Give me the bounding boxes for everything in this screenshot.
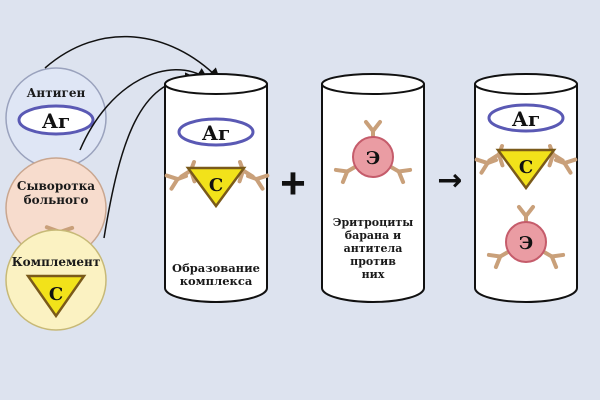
complement-triangle [495,148,557,191]
erythrocyte [352,136,394,178]
complement-triangle [25,274,87,319]
result-arrow: → [437,163,462,198]
antigen-symbol: Аг [202,121,231,145]
erythrocyte-symbol: Э [519,233,533,254]
arrow-serum [79,68,209,151]
antigen-label: Антиген [27,86,86,100]
serum-label-line1: Сыворотка [17,179,95,193]
complement-symbol: С [209,175,223,196]
tube2-caption-line2: барана и [345,229,401,242]
arrow-antigen [44,35,221,81]
antigen-ellipse [177,117,255,147]
complement-input: Комплемент С [5,229,107,331]
tube-1: Аг С Образование комплекса [164,73,270,303]
plus-operator: + [280,159,306,208]
erythrocyte-symbol: Э [366,148,380,169]
complement-symbol: С [519,157,533,178]
tube-3: Аг С Э [474,73,578,303]
tube1-caption-line1: Образование [172,261,260,275]
serum-label-line2: больного [24,193,89,207]
erythrocyte [505,221,547,263]
tube2-caption-line1: Эритроциты [333,216,414,229]
tube2-caption-line3: антитела [344,242,403,255]
antigen-symbol: Аг [42,109,71,133]
antigen-ellipse [17,104,95,136]
serum-input: Сыворотка больного [5,157,107,259]
complement-label: Комплемент [12,255,101,269]
complement-symbol: С [49,284,63,305]
antigen-symbol: Аг [512,107,541,131]
tube2-caption-line5: них [362,268,385,281]
antigen-input: Антиген Аг [5,67,107,169]
complement-triangle [185,166,247,209]
tube2-caption-line4: против [350,255,396,268]
tube-2: Э Эритроциты барана и антитела против ни… [321,73,425,303]
antigen-ellipse [487,103,565,133]
tube1-caption-line2: комплекса [180,274,253,288]
